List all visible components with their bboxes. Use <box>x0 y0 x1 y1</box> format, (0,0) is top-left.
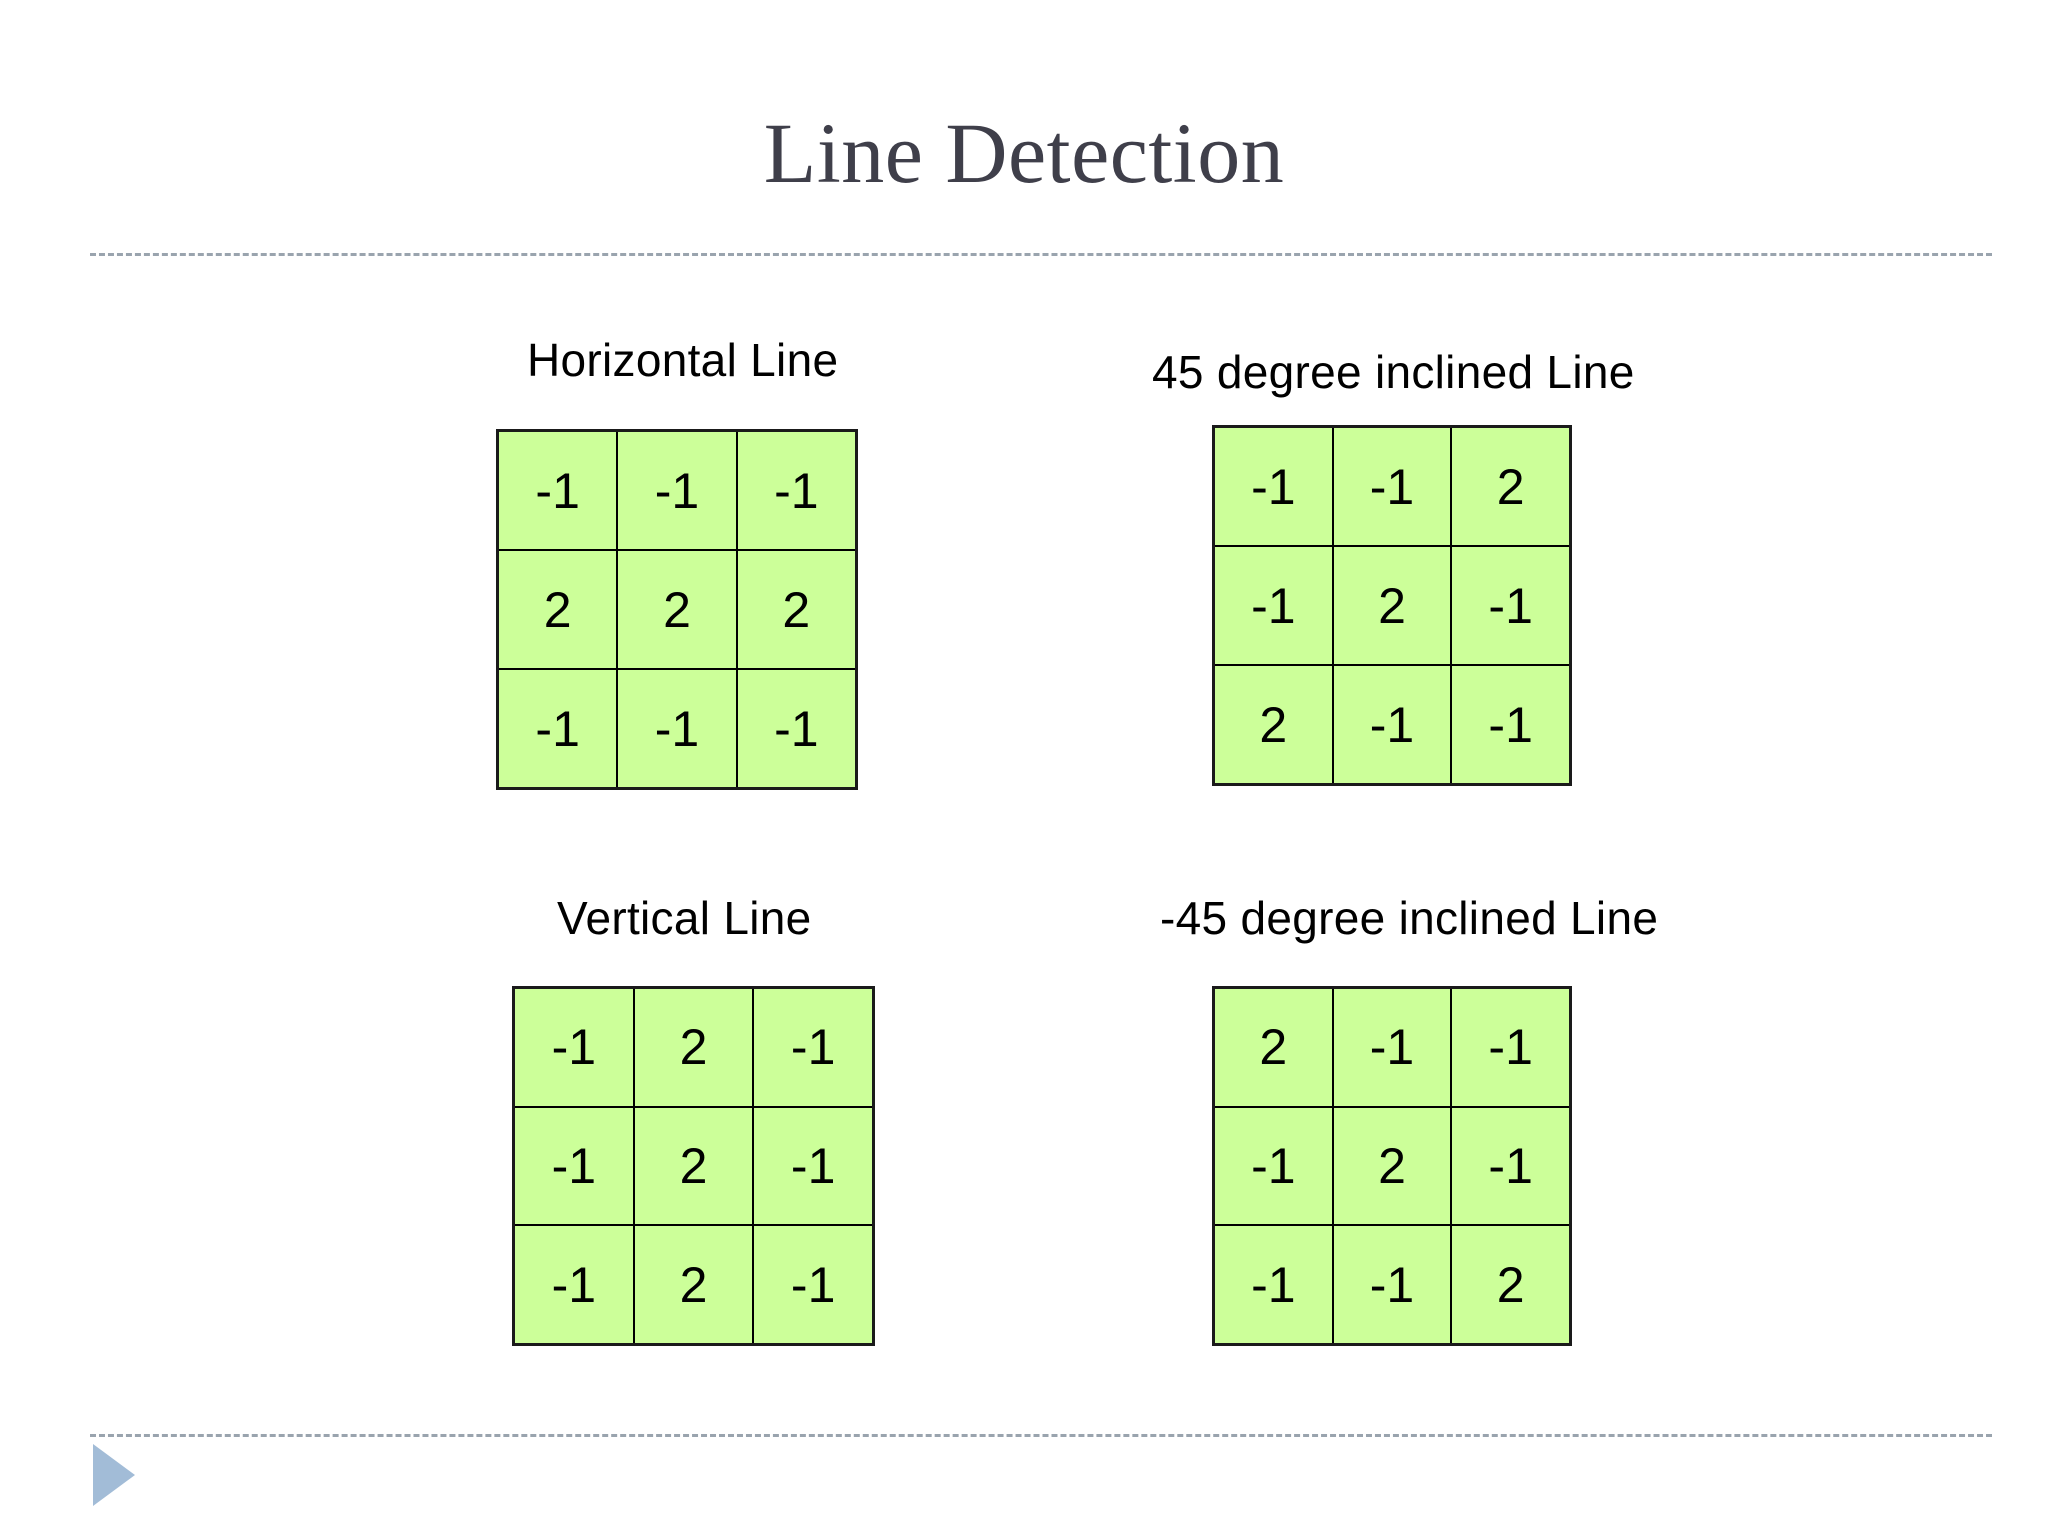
kernel-cell: -1 <box>499 670 617 787</box>
kernel-caption-plus45: 45 degree inclined Line <box>1152 346 1635 398</box>
kernel-cell: -1 <box>499 432 617 549</box>
kernel-cell: -1 <box>737 670 855 787</box>
kernel-cell: -1 <box>1215 1107 1332 1225</box>
kernel-cell: 2 <box>634 1226 753 1343</box>
footer-divider-bottom <box>90 1434 1992 1437</box>
title-divider-top <box>90 253 1992 256</box>
kernel-cell: 2 <box>1452 1226 1569 1343</box>
kernel-cell: -1 <box>1452 1107 1569 1225</box>
kernel-cell: -1 <box>754 1107 872 1225</box>
kernel-grid-plus45: -1 -1 2 -1 2 -1 2 -1 -1 <box>1212 425 1572 786</box>
kernel-cell: 2 <box>1452 428 1569 545</box>
kernel-caption-minus45: -45 degree inclined Line <box>1160 892 1659 944</box>
kernel-cell: -1 <box>754 989 872 1106</box>
kernel-cell: 2 <box>1333 547 1451 664</box>
kernel-cell: -1 <box>754 1226 872 1343</box>
kernel-cell: 2 <box>634 1107 753 1225</box>
kernel-cell: -1 <box>1333 428 1451 545</box>
kernel-cell: -1 <box>618 432 736 549</box>
kernel-grid-vertical: -1 2 -1 -1 2 -1 -1 2 -1 <box>512 986 875 1346</box>
kernel-cell: -1 <box>515 1107 633 1225</box>
kernel-cell: -1 <box>515 1226 633 1343</box>
kernel-cell: -1 <box>737 432 855 549</box>
page-title: Line Detection <box>763 105 1285 201</box>
kernel-grid-minus45: 2 -1 -1 -1 2 -1 -1 -1 2 <box>1212 986 1572 1346</box>
kernel-cell: -1 <box>1333 666 1451 783</box>
kernel-cell: 2 <box>499 551 617 668</box>
kernel-cell: -1 <box>1333 1226 1451 1343</box>
kernel-cell: -1 <box>515 989 633 1106</box>
kernel-cell: -1 <box>1333 989 1451 1106</box>
kernel-grid-horizontal: -1 -1 -1 2 2 2 -1 -1 -1 <box>496 429 858 790</box>
kernel-cell: -1 <box>1452 547 1569 664</box>
kernel-caption-vertical: Vertical Line <box>557 892 812 944</box>
kernel-caption-horizontal: Horizontal Line <box>527 334 839 386</box>
next-slide-triangle-icon[interactable] <box>93 1444 135 1506</box>
kernel-cell: -1 <box>1215 1226 1332 1343</box>
kernel-cell: -1 <box>618 670 736 787</box>
kernel-cell: -1 <box>1452 989 1569 1106</box>
kernel-cell: 2 <box>618 551 736 668</box>
kernel-cell: -1 <box>1215 428 1332 545</box>
kernel-cell: -1 <box>1215 547 1332 664</box>
kernel-cell: 2 <box>1215 989 1332 1106</box>
kernel-cell: 2 <box>1215 666 1332 783</box>
kernel-cell: 2 <box>634 989 753 1106</box>
kernel-cell: 2 <box>737 551 855 668</box>
kernel-cell: -1 <box>1452 666 1569 783</box>
kernel-cell: 2 <box>1333 1107 1451 1225</box>
